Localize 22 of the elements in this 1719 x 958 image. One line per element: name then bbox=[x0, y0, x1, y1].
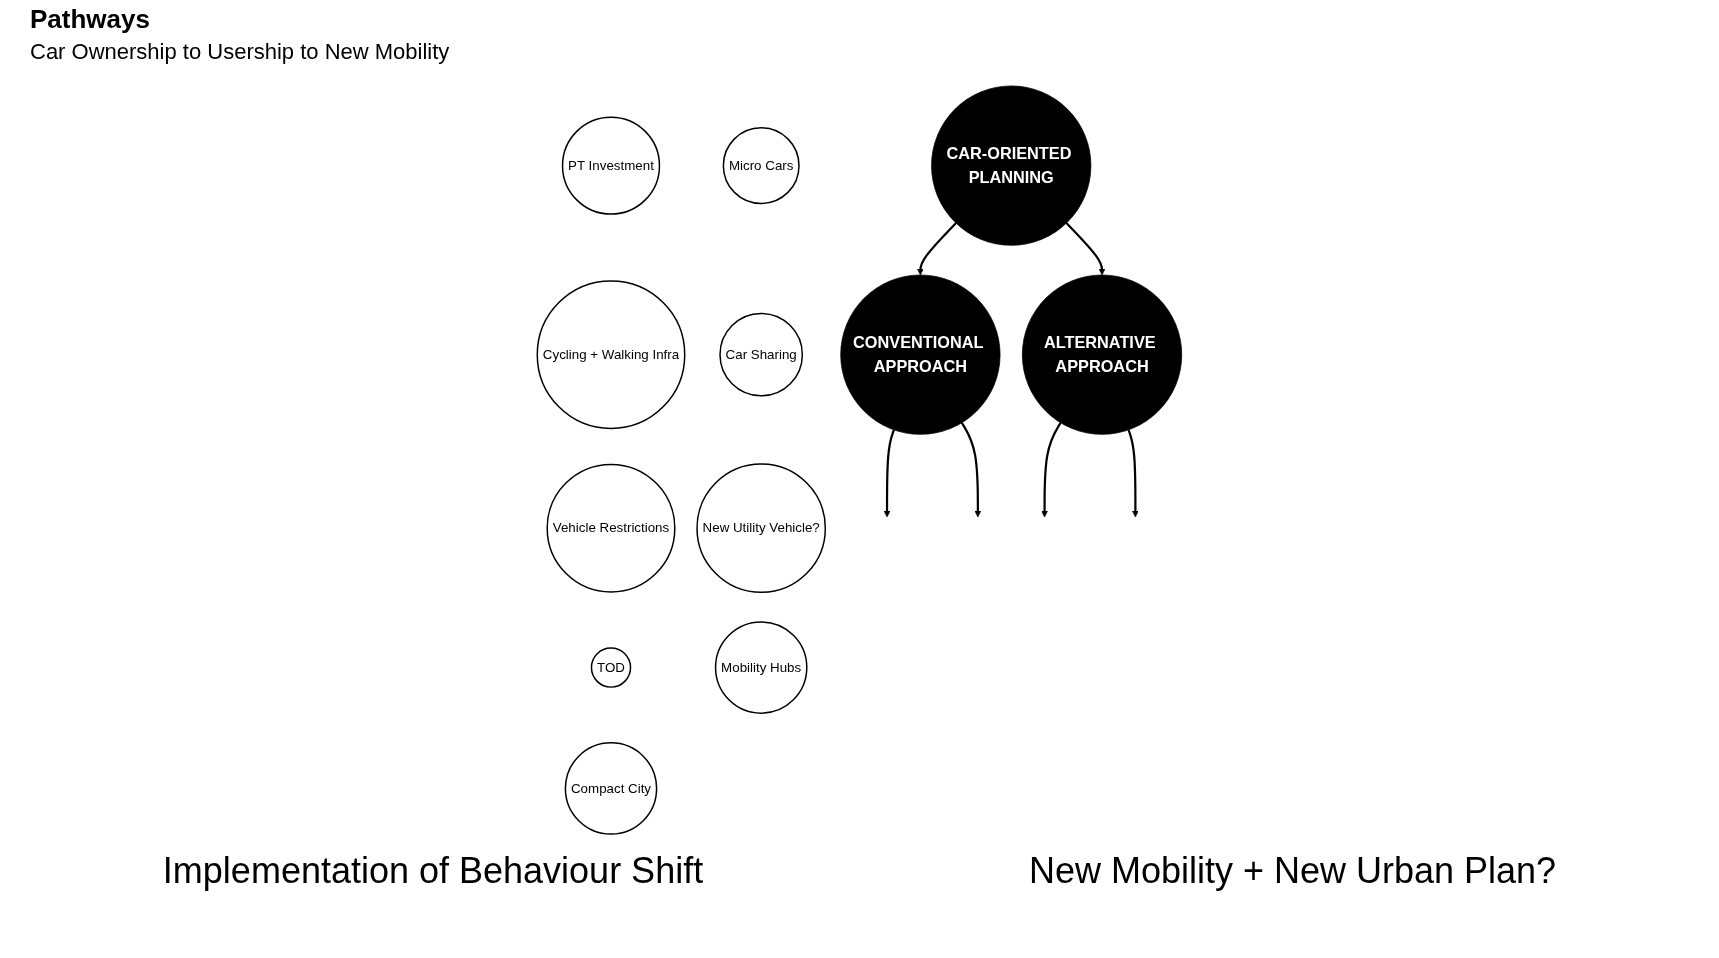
node-circle: CAR-ORIENTED PLANNING bbox=[931, 85, 1092, 246]
title: Pathways bbox=[30, 4, 151, 35]
arrow bbox=[1041, 422, 1062, 518]
arrow bbox=[1127, 429, 1139, 518]
node-circle: TOD bbox=[590, 647, 632, 688]
arrow bbox=[960, 422, 982, 518]
subtitle: Car Ownership to Usership to New Mobility bbox=[30, 39, 450, 65]
node-circle: New Utility Vehicle? bbox=[696, 463, 827, 594]
node-circle: Vehicle Restrictions bbox=[546, 463, 676, 593]
group-caption: New Mobility + New Urban Plan? bbox=[1028, 850, 1557, 892]
node-circle: ALTERNATIVE APPROACH bbox=[1021, 274, 1183, 435]
node-circle: PT Investment bbox=[561, 116, 661, 215]
group-caption: Implementation of Behaviour Shift bbox=[162, 850, 704, 892]
node-circle: Car Sharing bbox=[719, 312, 804, 397]
node-circle: Mobility Hubs bbox=[714, 621, 808, 714]
node-circle: CONVENTIONAL APPROACH bbox=[840, 274, 1001, 435]
arrow bbox=[917, 222, 957, 276]
node-circle: Cycling + Walking Infra bbox=[536, 280, 686, 430]
arrow bbox=[1065, 222, 1106, 276]
arrow bbox=[883, 429, 895, 518]
node-circle: Micro Cars bbox=[722, 127, 800, 205]
node-circle: Compact City bbox=[564, 742, 658, 835]
